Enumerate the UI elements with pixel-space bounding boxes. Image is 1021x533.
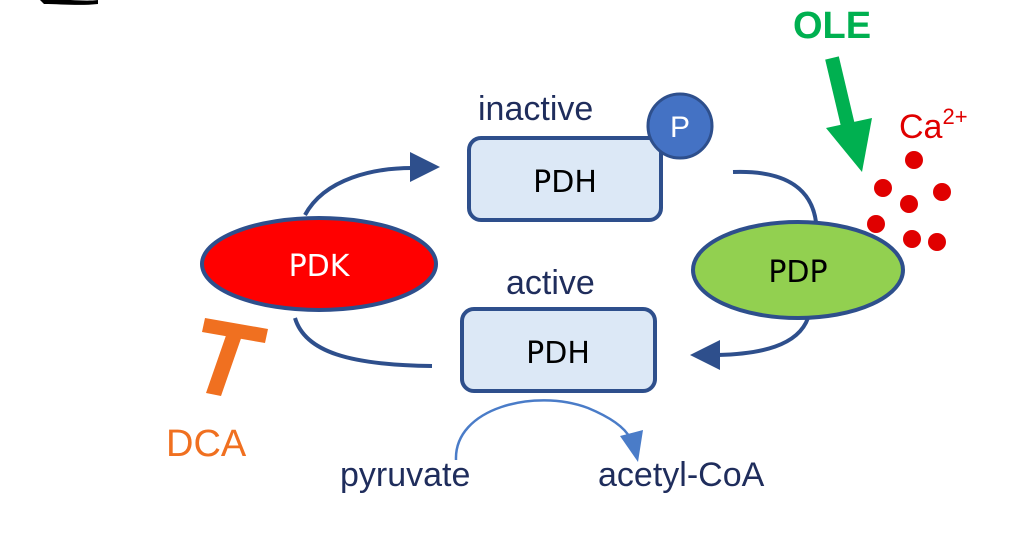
phosphate-circle	[646, 92, 714, 160]
phosphate-label: P	[670, 111, 690, 144]
pdp-ellipse	[691, 220, 905, 320]
calcium-dot	[900, 195, 918, 213]
ole-label: OLE	[793, 5, 871, 47]
phosphorylation-arc	[303, 166, 413, 216]
pdk-ellipse	[200, 216, 438, 312]
pdh-inactive-text: PDH	[533, 165, 597, 200]
active-label: active	[506, 264, 595, 302]
ole-arrowhead	[826, 118, 872, 172]
calcium-dot	[867, 215, 885, 233]
dca-label: DCA	[166, 423, 247, 465]
pdh-inactive-box	[467, 136, 663, 222]
calcium-dot	[903, 230, 921, 248]
cropped-glyph	[40, 0, 98, 5]
pdh-active-text: PDH	[526, 336, 590, 371]
pdp-label: PDP	[768, 255, 827, 290]
dca-inhibition-bar	[202, 318, 268, 396]
activation-return-arc	[293, 317, 433, 368]
ole-arrow-shaft	[825, 56, 856, 132]
calcium-dot	[874, 179, 892, 197]
calcium-dot	[933, 183, 951, 201]
reactivation-arc	[717, 317, 810, 357]
pdk-label: PDK	[289, 249, 351, 284]
calcium-charge: 2+	[942, 104, 967, 129]
reaction-arrowhead	[620, 430, 643, 462]
reaction-arc	[454, 399, 632, 461]
acetyl-coa-label: acetyl-CoA	[598, 456, 765, 494]
pdh-active-box	[460, 307, 657, 393]
inactive-label: inactive	[478, 90, 593, 128]
pyruvate-label: pyruvate	[340, 456, 470, 494]
dephosphorylation-arc	[732, 169, 818, 223]
phosphorylation-arrowhead	[410, 152, 440, 182]
inhibition-stem	[206, 324, 245, 396]
calcium-dot	[905, 151, 923, 169]
calcium-ions	[867, 151, 951, 251]
calcium-label: Ca2+	[899, 104, 968, 146]
reactivation-arrowhead	[690, 340, 720, 370]
calcium-dot	[928, 233, 946, 251]
